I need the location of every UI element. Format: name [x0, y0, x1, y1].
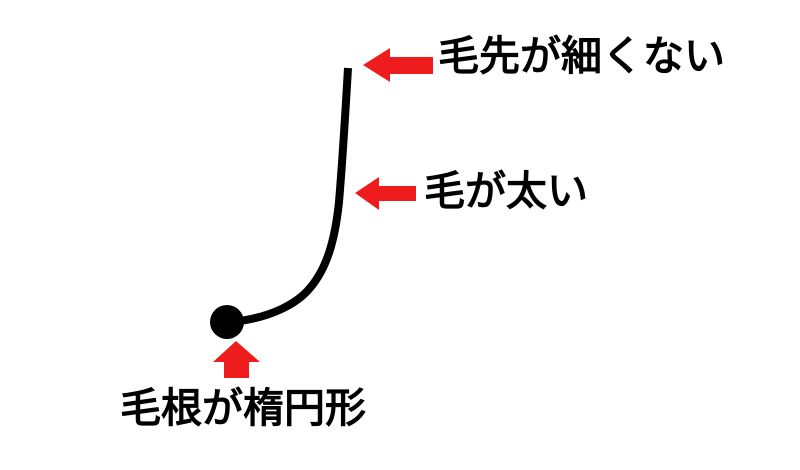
annotation-label-tip-not-thin: 毛先が細くない — [438, 32, 725, 80]
annotation-label-hair-is-thick: 毛が太い — [424, 167, 588, 215]
arrow-up-root-icon — [213, 341, 260, 378]
annotation-label-root-is-oval: 毛根が楕円形 — [120, 384, 366, 432]
arrow-left-shaft-icon — [355, 177, 416, 210]
hair-root-bulb — [210, 305, 244, 339]
arrow-left-tip-icon — [363, 48, 433, 82]
hair-strand-path — [239, 67, 352, 325]
